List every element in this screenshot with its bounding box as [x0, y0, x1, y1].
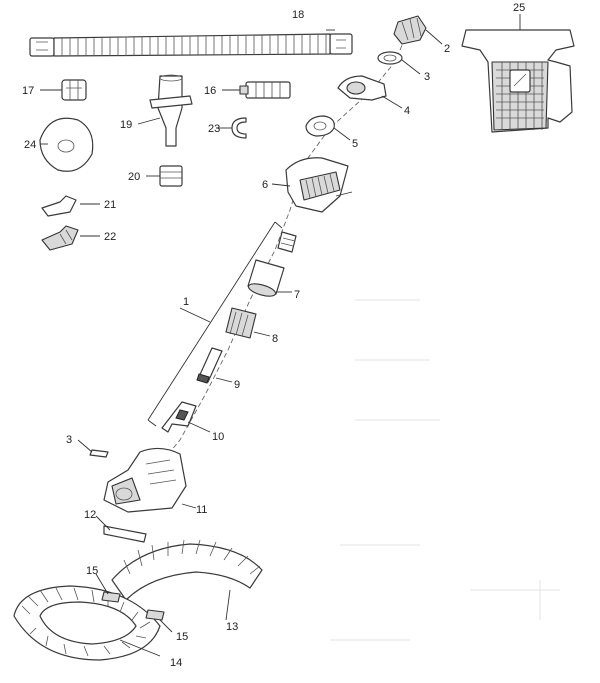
c-ring-part [231, 117, 247, 139]
callout-23: 23 [208, 123, 220, 135]
wheel-part [13, 585, 161, 661]
cleaner-body-part [103, 447, 187, 513]
leader-lines [40, 14, 521, 657]
callout-5: 5 [352, 138, 358, 150]
callout-3-lower: 3 [66, 434, 72, 446]
shaft-part [196, 347, 223, 384]
clip-part-15b [145, 609, 165, 621]
callout-3-upper: 3 [424, 71, 430, 83]
callout-12: 12 [84, 509, 96, 521]
clip-part-15a [101, 591, 121, 603]
washer-part-upper [377, 51, 403, 65]
regulator-part [149, 74, 193, 147]
callout-labels: 1 2 3 3 4 5 6 7 8 9 10 11 12 13 14 15 15… [22, 2, 525, 669]
callout-21: 21 [104, 199, 116, 211]
connector-part [239, 81, 291, 99]
clip-part-lower [89, 449, 109, 458]
diaphragm-part [305, 115, 335, 137]
callout-15-right: 15 [176, 631, 188, 643]
top-connector-part [393, 15, 427, 45]
coupling-part [277, 231, 297, 253]
callout-15-left: 15 [86, 565, 98, 577]
callout-19: 19 [120, 119, 132, 131]
top-cap-part [337, 75, 387, 101]
callout-1: 1 [183, 296, 189, 308]
background-ghost-marks [330, 299, 560, 641]
turbine-tube-part [247, 259, 285, 297]
elbow-part-21 [41, 195, 77, 217]
callout-24: 24 [24, 139, 36, 151]
turbine-part [225, 307, 257, 339]
leaf-canister-part [461, 29, 575, 133]
callout-6: 6 [262, 179, 268, 191]
callout-10: 10 [212, 431, 224, 443]
callout-4: 4 [404, 105, 410, 117]
callout-22: 22 [104, 231, 116, 243]
callout-16: 16 [204, 85, 216, 97]
callout-18: 18 [292, 9, 304, 21]
valve-part [161, 401, 197, 433]
callout-7: 7 [294, 289, 300, 301]
tube-part [159, 165, 183, 187]
fitting-part [61, 79, 87, 101]
skirt-part [111, 539, 263, 601]
callout-20: 20 [128, 171, 140, 183]
elbow-part-22 [41, 225, 79, 251]
callout-25: 25 [513, 2, 525, 14]
assembly-group-bracket [147, 221, 283, 427]
callout-11: 11 [196, 504, 207, 516]
callout-8: 8 [272, 333, 278, 345]
callout-2: 2 [444, 43, 450, 55]
upper-housing-part [285, 157, 349, 213]
callout-17: 17 [22, 85, 34, 97]
hose-part [29, 33, 353, 57]
foot-pad-part [103, 525, 147, 543]
callout-9: 9 [234, 379, 240, 391]
callout-13: 13 [226, 621, 238, 633]
disc-part [39, 117, 94, 172]
callout-14: 14 [170, 657, 182, 669]
